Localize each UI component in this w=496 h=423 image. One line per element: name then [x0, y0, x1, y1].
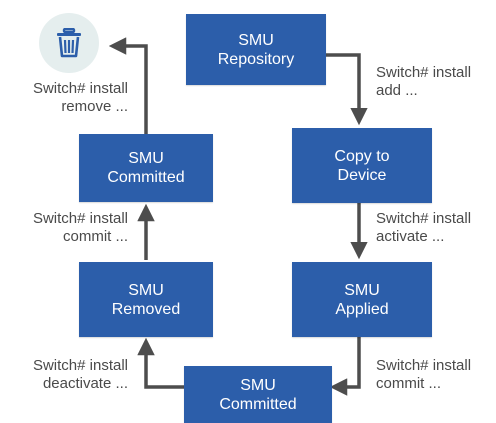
node-label-line1: SMU	[240, 376, 276, 394]
node-label-line2: Device	[337, 166, 387, 184]
trash-can-glyph	[57, 28, 81, 58]
node-label-line2: Committed	[107, 169, 185, 186]
node-label-line1: Copy to	[334, 147, 390, 165]
command-install-deactivate: Switch# install deactivate ...	[6, 357, 128, 393]
command-line1: Switch# install	[376, 210, 472, 227]
command-line1: Switch# install	[376, 357, 472, 374]
arrow-committed-to-removed	[137, 337, 184, 389]
command-install-commit-right: Switch# install commit ...	[376, 357, 471, 393]
command-line2: add ...	[376, 82, 418, 99]
node-label-line1: SMU	[238, 31, 274, 49]
command-line2: deactivate ...	[42, 375, 128, 392]
node-smu-repository: SMU Repository	[186, 14, 326, 85]
node-label-line2: Removed	[111, 300, 181, 318]
node-label-line2: Committed	[219, 395, 297, 413]
node-smu-applied: SMU Applied	[292, 262, 432, 337]
node-label-line2: Applied	[335, 300, 389, 318]
node-copy-to-device: Copy to Device	[292, 128, 432, 203]
command-install-remove: Switch# install remove ...	[6, 80, 128, 116]
command-line1: Switch# install	[32, 210, 128, 227]
node-smu-committed-bottom: SMU Committed	[184, 366, 332, 423]
command-line1: Switch# install	[32, 357, 128, 374]
arrow-applied-to-committed	[329, 337, 361, 396]
arrow-committed-to-trash	[108, 37, 148, 134]
node-smu-removed: SMU Removed	[79, 262, 213, 337]
arrow-repository-to-copy	[326, 53, 368, 126]
node-smu-committed-top: SMU Committed	[79, 134, 213, 202]
command-line1: Switch# install	[376, 64, 472, 81]
command-install-add: Switch# install add ...	[376, 64, 471, 100]
command-install-commit-left: Switch# install commit ...	[6, 210, 128, 246]
trash-can-icon	[39, 13, 99, 73]
command-line2: commit ...	[376, 375, 442, 392]
command-line1: Switch# install	[32, 80, 128, 97]
node-label-line1: SMU	[344, 281, 380, 299]
command-line2: activate ...	[376, 228, 445, 245]
command-line2: commit ...	[62, 228, 128, 245]
command-line2: remove ...	[61, 98, 128, 115]
node-label-line2: Repository	[217, 50, 295, 68]
node-label-line1: SMU	[128, 150, 164, 167]
node-label-line1: SMU	[128, 281, 164, 299]
command-install-activate: Switch# install activate ...	[376, 210, 471, 246]
